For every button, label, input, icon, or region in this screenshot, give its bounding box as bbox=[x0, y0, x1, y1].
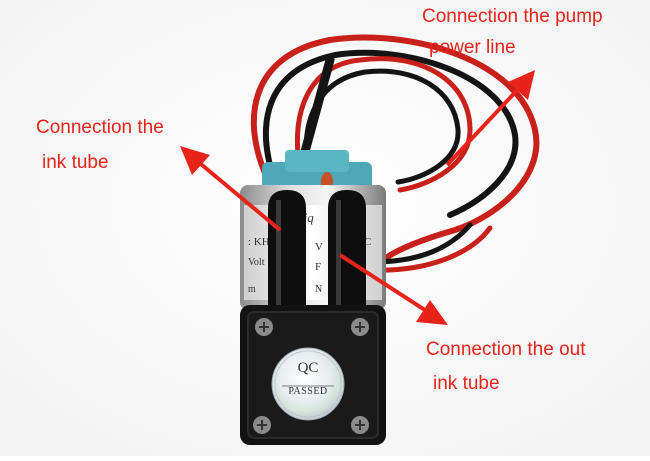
svg-text:: KH: : KH bbox=[248, 236, 270, 248]
svg-text:m: m bbox=[248, 284, 256, 295]
svg-text:F: F bbox=[315, 261, 321, 273]
pump-top-cap bbox=[262, 150, 372, 192]
screw-icon bbox=[255, 318, 273, 336]
svg-text:V: V bbox=[315, 241, 323, 253]
screw-icon bbox=[253, 416, 271, 434]
power-line-label-line2: power line bbox=[429, 37, 516, 58]
ink-tubes bbox=[268, 190, 366, 318]
ink-tube-label-line1: Connection the bbox=[36, 117, 164, 138]
out-ink-tube-label-line2: ink tube bbox=[433, 373, 500, 394]
arrow-out-ink-tube bbox=[338, 253, 448, 325]
out-ink-tube-label-line1: Connection the out bbox=[426, 339, 586, 360]
ink-tube-label-line2: ink tube bbox=[42, 152, 109, 173]
svg-text:N: N bbox=[315, 284, 322, 295]
screw-icon bbox=[351, 318, 369, 336]
qc-badge-text: QC bbox=[297, 360, 319, 376]
passed-badge-text: PASSED bbox=[288, 386, 328, 397]
screw-icon bbox=[351, 416, 369, 434]
power-line-label-line1: Connection the pump bbox=[422, 6, 603, 27]
svg-text:Volt: Volt bbox=[248, 257, 265, 268]
qc-passed-sticker bbox=[271, 347, 345, 421]
arrow-ink-tube bbox=[180, 146, 282, 232]
arrow-power-line bbox=[445, 70, 535, 167]
